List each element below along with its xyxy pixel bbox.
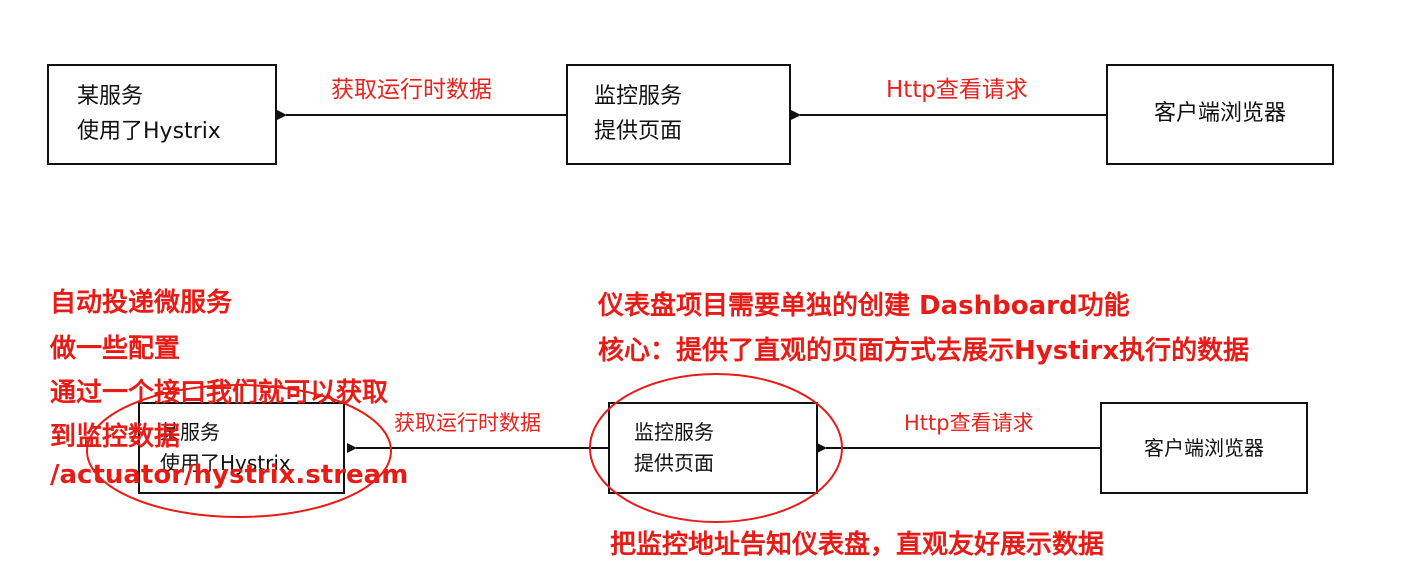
bottom-monitor-line2: 提供页面 (634, 451, 714, 475)
top-browser-label: 客户端浏览器 (1153, 101, 1286, 127)
service-highlight-ellipse (86, 384, 392, 518)
top-monitor-box: 监控服务 提供页面 (566, 64, 791, 165)
bottom-http-label: Http查看请求 (904, 411, 1034, 435)
annotation-left-line-1: 自动投递微服务 (50, 288, 233, 318)
annotation-left-line-4: 到监控数据 (50, 422, 181, 452)
bottom-fetch-label: 获取运行时数据 (394, 411, 541, 435)
top-fetch-label: 获取运行时数据 (331, 77, 492, 103)
top-monitor-line2: 提供页面 (594, 118, 683, 144)
annotation-left-line-5: /actuator/hystrix.stream (50, 460, 409, 490)
bottom-monitor-line1: 监控服务 (634, 420, 714, 444)
top-http-label: Http查看请求 (886, 77, 1028, 103)
annotation-left-line-3: 通过一个接口我们就可以获取 (50, 378, 389, 408)
top-service-line2: 使用了Hystrix (77, 118, 221, 144)
bottom-browser-label: 客户端浏览器 (1144, 435, 1264, 460)
bottom-monitor-box: 监控服务 提供页面 (608, 402, 818, 494)
annotation-right-line-2: 核心：提供了直观的页面方式去展示Hystirx执行的数据 (598, 336, 1250, 366)
bottom-service-box: 某服务 使用了Hystrix (138, 402, 345, 494)
top-service-box: 某服务 使用了Hystrix (47, 64, 277, 165)
bottom-service-line2: 使用了Hystrix (160, 451, 291, 475)
annotation-right-line-1: 仪表盘项目需要单独的创建 Dashboard功能 (598, 291, 1130, 321)
annotation-left-line-2: 做一些配置 (50, 334, 181, 364)
top-browser-box: 客户端浏览器 (1106, 64, 1334, 165)
bottom-service-line1: 某服务 (160, 420, 220, 444)
top-service-line1: 某服务 (77, 84, 144, 110)
top-monitor-line1: 监控服务 (594, 84, 683, 110)
bottom-browser-box: 客户端浏览器 (1100, 402, 1308, 494)
monitor-highlight-ellipse (589, 373, 843, 523)
annotation-bottom-note: 把监控地址告知仪表盘，直观友好展示数据 (610, 530, 1105, 560)
